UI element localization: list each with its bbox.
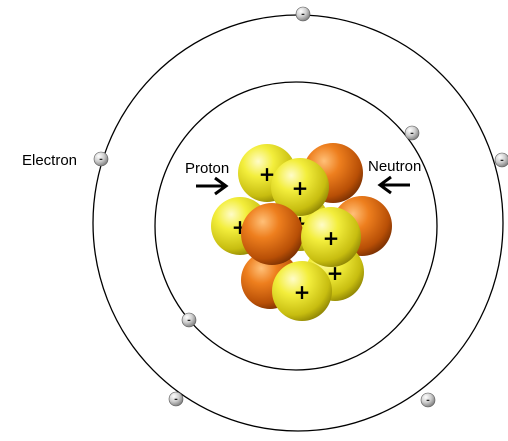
electron-particle: -: [168, 391, 184, 407]
electron-charge-symbol: -: [426, 396, 430, 406]
nucleus: + + + + + + +: [211, 143, 392, 321]
electron-label: Electron: [22, 152, 77, 169]
proton-charge-symbol: +: [294, 280, 311, 304]
electron-charge-symbol: -: [174, 395, 178, 405]
electron-particle: -: [295, 6, 311, 22]
proton-label: Proton: [185, 160, 229, 177]
arrow-right-icon: [196, 176, 229, 196]
inner-orbit: [154, 81, 438, 371]
neutron-particle: [241, 203, 303, 265]
electron-particle: -: [93, 151, 109, 167]
proton-particle: +: [271, 158, 329, 216]
neutron-label: Neutron: [368, 158, 421, 175]
proton-particle: +: [301, 207, 361, 267]
proton-charge-symbol: +: [327, 261, 344, 285]
electron-particle: -: [181, 312, 197, 328]
electron-charge-symbol: -: [410, 129, 414, 139]
proton-charge-symbol: +: [259, 162, 276, 186]
electron-particle: -: [404, 125, 420, 141]
electron-particle: -: [420, 392, 436, 408]
electron-charge-symbol: -: [187, 316, 191, 326]
electron-charge-symbol: -: [301, 10, 305, 20]
proton-particle: +: [272, 261, 332, 321]
electron-charge-symbol: -: [500, 156, 504, 166]
electron-charge-symbol: -: [99, 155, 103, 165]
proton-charge-symbol: +: [292, 176, 309, 200]
arrow-left-icon: [377, 175, 410, 195]
electron-particle: -: [494, 152, 508, 168]
proton-charge-symbol: +: [323, 226, 340, 250]
